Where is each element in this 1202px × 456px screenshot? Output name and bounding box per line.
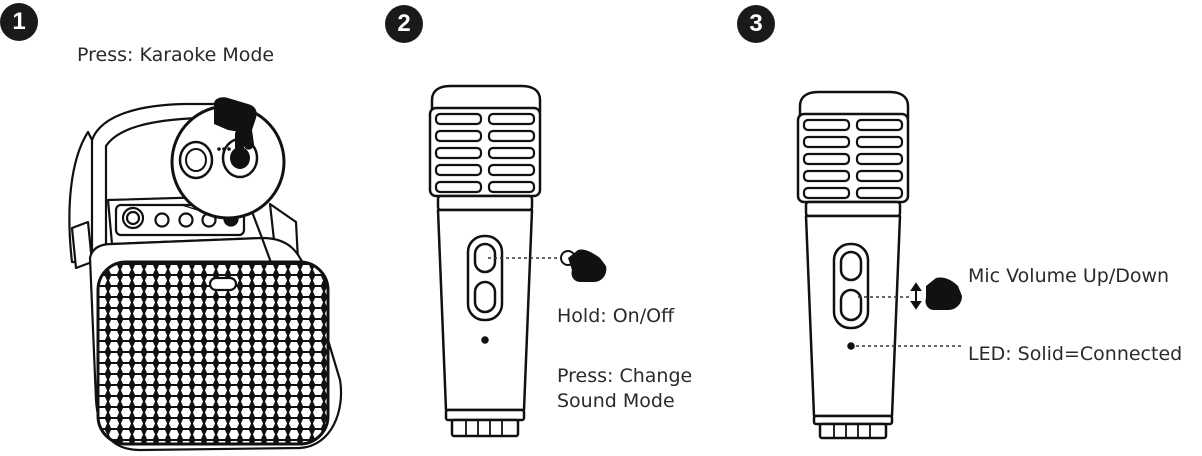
- microphone-illustration-step2: [428, 84, 542, 438]
- zoom-circle: [170, 104, 286, 220]
- up-down-arrow-icon: [910, 282, 922, 310]
- change-sound-mode-line1: Press: Change: [557, 365, 693, 387]
- microphone-illustration-step3: [796, 90, 910, 440]
- hold-on-off-caption: Hold: On/Off: [557, 305, 675, 327]
- speaker-illustration: [68, 102, 343, 452]
- step-3-badge: 3: [737, 5, 775, 43]
- karaoke-mode-caption: Press: Karaoke Mode: [77, 44, 275, 66]
- hand-pointer-icon-step3: [925, 277, 962, 310]
- led-status-caption: LED: Solid=Connected: [968, 343, 1183, 365]
- hand-pointer-icon-step2: [560, 249, 607, 282]
- change-sound-mode-caption: Press: Change Sound Mode: [557, 364, 692, 414]
- step-2-badge: 2: [385, 5, 423, 43]
- step-1-badge: 1: [0, 3, 38, 41]
- hand-press-icon: [214, 97, 257, 152]
- mic-volume-caption: Mic Volume Up/Down: [968, 265, 1170, 287]
- change-sound-mode-line2: Sound Mode: [557, 390, 675, 412]
